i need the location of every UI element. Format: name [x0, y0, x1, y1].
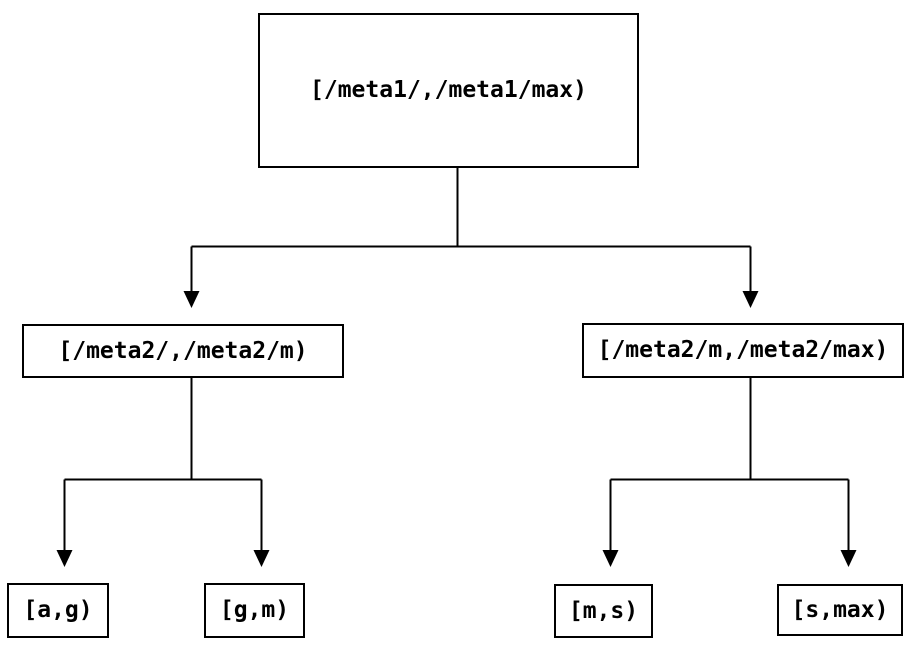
edge-left-to-leaves [56, 378, 270, 567]
tree-node-root: [/meta1/,/meta1/max) [258, 13, 639, 168]
tree-node-leaf-ms-label: [m,s) [568, 597, 639, 624]
arrowhead-down-icon [840, 550, 857, 567]
tree-node-root-label: [/meta1/,/meta1/max) [310, 77, 587, 103]
arrowhead-down-icon [56, 550, 73, 567]
arrowhead-down-icon [742, 291, 759, 308]
tree-node-leaf-gm: [g,m) [204, 583, 305, 638]
tree-node-leaf-smax: [s,max) [777, 584, 903, 636]
arrowhead-down-icon [253, 550, 270, 567]
tree-node-leaf-ag: [a,g) [7, 583, 109, 638]
tree-node-leaf-smax-label: [s,max) [791, 596, 889, 623]
edge-root-to-children [183, 168, 759, 308]
tree-node-right-label: [/meta2/m,/meta2/max) [597, 337, 889, 363]
tree-node-right: [/meta2/m,/meta2/max) [582, 323, 904, 378]
tree-node-leaf-gm-label: [g,m) [219, 597, 290, 623]
edge-right-to-leaves [602, 378, 857, 567]
arrowhead-down-icon [183, 291, 200, 308]
tree-node-left-label: [/meta2/,/meta2/m) [58, 337, 308, 364]
arrowhead-down-icon [602, 550, 619, 567]
tree-node-leaf-ag-label: [a,g) [23, 597, 93, 623]
tree-node-leaf-ms: [m,s) [554, 584, 653, 638]
tree-node-left: [/meta2/,/meta2/m) [22, 324, 344, 378]
